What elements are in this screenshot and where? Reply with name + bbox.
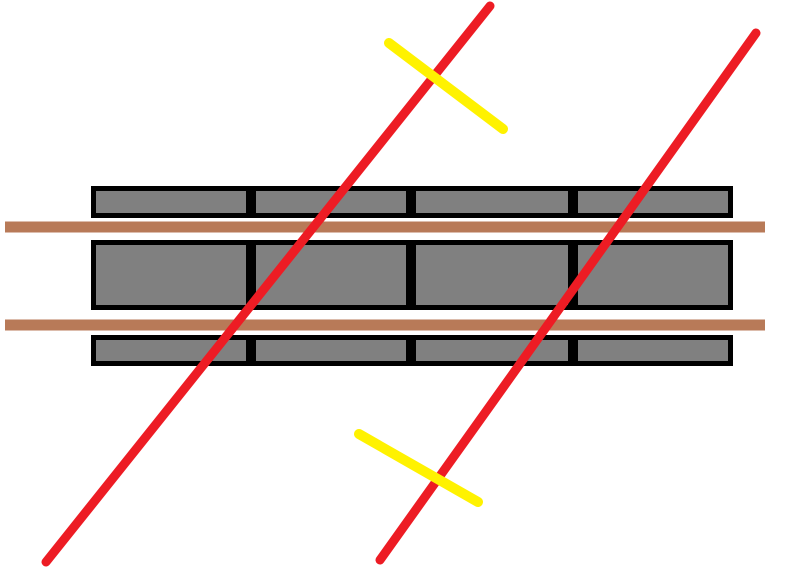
rail-2 bbox=[5, 319, 765, 331]
block-r2-c3 bbox=[411, 240, 573, 310]
block-r1-c1 bbox=[91, 186, 251, 218]
block-r3-c2 bbox=[251, 335, 411, 366]
red-lines-layer bbox=[41, 1, 761, 567]
rail-1 bbox=[5, 221, 765, 233]
block-r1-c3 bbox=[411, 186, 573, 218]
block-r3-c3 bbox=[411, 335, 573, 366]
yellow-marker-2 bbox=[354, 429, 483, 507]
red-line-1 bbox=[41, 1, 495, 567]
block-r1-c4 bbox=[573, 186, 733, 218]
block-r3-c4 bbox=[573, 335, 733, 366]
blocks-layer bbox=[91, 186, 733, 366]
yellow-marker-1 bbox=[384, 38, 508, 134]
block-r2-c1 bbox=[91, 240, 251, 310]
rails-layer bbox=[5, 221, 765, 331]
red-line-2 bbox=[375, 28, 761, 565]
block-r3-c1 bbox=[91, 335, 251, 366]
yellow-markers-layer bbox=[354, 38, 508, 507]
